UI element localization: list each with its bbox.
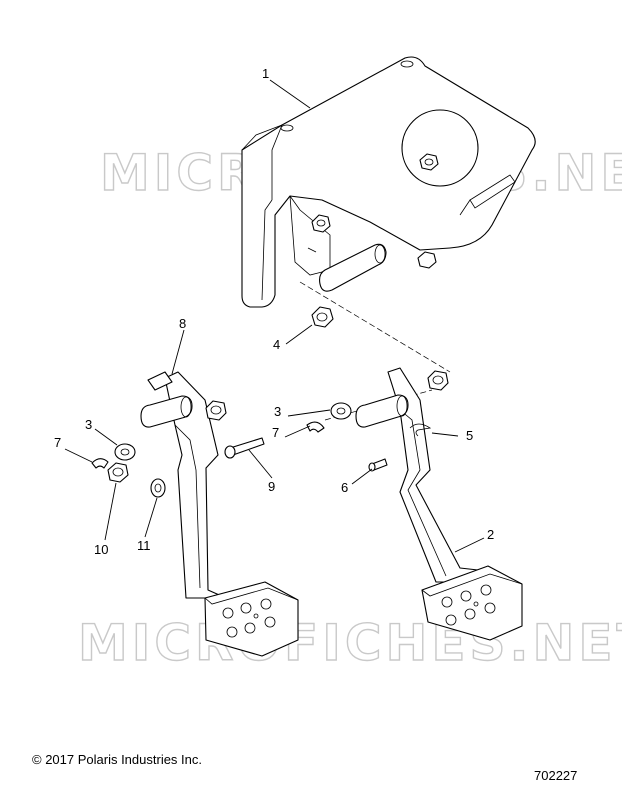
leader-7-left <box>64 448 93 463</box>
leader-4 <box>285 324 313 345</box>
callout-8: 8 <box>179 316 186 331</box>
pin-part-6 <box>368 458 388 472</box>
bushing-right-pedal <box>355 394 409 428</box>
figure-id: 702227 <box>534 768 578 783</box>
leader-8 <box>171 329 185 375</box>
callout-7-left: 7 <box>54 435 61 450</box>
leader-9 <box>248 449 273 479</box>
leader-5 <box>431 432 459 437</box>
hairpin-clip-part-5 <box>409 423 432 437</box>
callout-3-right: 3 <box>274 404 281 419</box>
watermark-bottom: MICROFICHES.NET <box>78 614 622 672</box>
nut-bracket-center <box>419 153 439 171</box>
leader-10 <box>104 482 117 541</box>
pedal-left <box>147 371 299 657</box>
nut-part-4 <box>311 306 334 328</box>
nut-bracket-right <box>417 251 437 269</box>
assembly-line-upper <box>299 281 451 373</box>
leader-2 <box>454 537 485 553</box>
bushing-left-pedal <box>140 395 193 428</box>
callout-10: 10 <box>94 542 108 557</box>
pedal-left-pad-holes <box>222 598 276 638</box>
callout-5: 5 <box>466 428 473 443</box>
pedal-right-pad-holes <box>441 584 496 626</box>
callout-4: 4 <box>273 337 280 352</box>
washer-left <box>114 443 136 461</box>
pivot-shaft <box>307 243 387 292</box>
leader-1 <box>269 79 311 109</box>
washer-right <box>330 402 352 420</box>
callout-3-left: 3 <box>85 417 92 432</box>
bolt-part-9 <box>224 437 265 459</box>
nut-part-10 <box>107 462 129 483</box>
bushing-upper-left <box>205 400 227 421</box>
e-clip-left <box>91 458 109 469</box>
callout-2: 2 <box>487 527 494 542</box>
leader-3-right <box>287 409 331 417</box>
washer-part-11 <box>150 478 166 498</box>
callout-11: 11 <box>137 538 151 553</box>
leader-3-left <box>94 428 118 446</box>
leader-6 <box>351 468 373 485</box>
bushing-upper-right <box>427 370 449 391</box>
mounting-bracket <box>241 56 536 308</box>
e-clip-right <box>306 421 325 433</box>
callout-6: 6 <box>341 480 348 495</box>
leader-7-right <box>284 425 311 438</box>
copyright-notice: © 2017 Polaris Industries Inc. <box>32 752 202 767</box>
leader-11 <box>144 497 158 538</box>
pedal-right <box>387 367 523 641</box>
callout-1: 1 <box>262 66 269 81</box>
callout-7-right: 7 <box>272 425 279 440</box>
nut-bracket-left <box>311 214 331 233</box>
callout-9: 9 <box>268 479 275 494</box>
